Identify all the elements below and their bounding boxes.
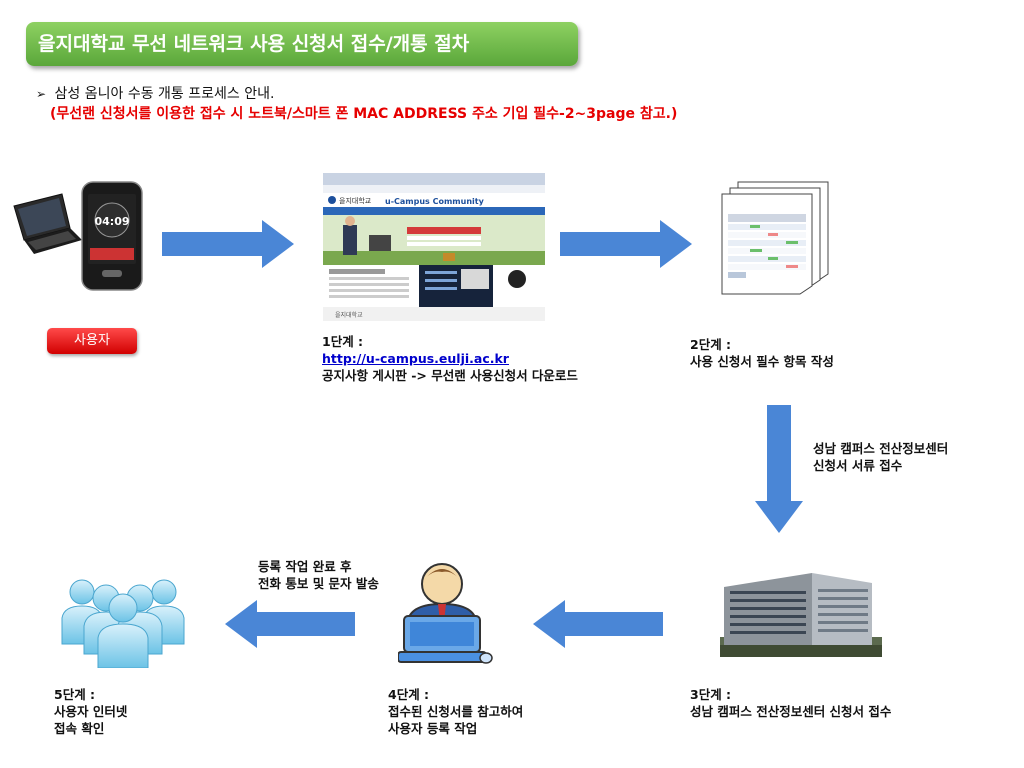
arrow-left-1 [533, 600, 663, 648]
document-stack-icon [721, 181, 829, 295]
step1-text: 공지사항 게시판 -> 무선랜 사용신청서 다운로드 [322, 368, 578, 383]
submit-note-line2: 신청서 서류 접수 [813, 458, 903, 473]
step3-text: 성남 캠퍼스 전산정보센터 신청서 접수 [690, 704, 892, 719]
website-screenshot: 을지대학교 u-Campus Community 을지대학교 [323, 173, 545, 321]
arrow-right-1 [162, 220, 294, 268]
users-group-icon [61, 579, 185, 668]
arrow-right-2 [560, 220, 692, 268]
step5-line1: 사용자 인터넷 [54, 704, 128, 719]
submit-note: 성남 캠퍼스 전산정보센터 신청서 서류 접수 [813, 440, 948, 474]
site-footer-text: 을지대학교 [335, 311, 363, 319]
intro-line: ➢ 삼성 옴니아 수동 개통 프로세스 안내. [36, 84, 274, 104]
laptop-icon [13, 193, 82, 254]
site-header-title: u-Campus Community [385, 197, 485, 206]
bullet-arrow-icon: ➢ [36, 87, 47, 101]
admin-computer-icon [398, 563, 493, 664]
step4-line1: 접수된 신청서를 참고하여 [388, 704, 524, 719]
step2-caption: 2단계 : 사용 신청서 필수 항목 작성 [690, 336, 834, 370]
step1-caption: 1단계 : http://u-campus.eulji.ac.kr 공지사항 게… [322, 333, 578, 384]
arrow-down [755, 405, 803, 533]
step3-caption: 3단계 : 성남 캠퍼스 전산정보센터 신청서 접수 [690, 686, 891, 720]
submit-note-line1: 성남 캠퍼스 전산정보센터 [813, 441, 949, 456]
step4-caption: 4단계 : 접수된 신청서를 참고하여 사용자 등록 작업 [388, 686, 523, 737]
step5-line2: 접속 확인 [54, 721, 105, 736]
step2-label: 2단계 : [690, 337, 732, 352]
phone-clock: 04:09 [94, 215, 129, 228]
notify-note: 등록 작업 완료 후 전화 통보 및 문자 발송 [258, 558, 379, 592]
smartphone-icon: 04:09 [81, 181, 143, 291]
step1-label: 1단계 : [322, 334, 364, 349]
intro-text: 삼성 옴니아 수동 개통 프로세스 안내. [54, 86, 275, 102]
notify-note-line1: 등록 작업 완료 후 [258, 559, 352, 574]
step2-text: 사용 신청서 필수 항목 작성 [690, 354, 834, 369]
step3-label: 3단계 : [690, 687, 732, 702]
step4-label: 4단계 : [388, 687, 430, 702]
step5-label: 5단계 : [54, 687, 96, 702]
user-badge: 사용자 [47, 328, 137, 354]
building-photo [720, 573, 882, 657]
user-devices: 04:09 [13, 181, 143, 291]
intro-note: (무선랜 신청서를 이용한 접수 시 노트북/스마트 폰 MAC ADDRESS… [50, 106, 678, 122]
site-logo-text: 을지대학교 [339, 196, 372, 205]
notify-note-line2: 전화 통보 및 문자 발송 [258, 576, 379, 591]
step1-url-link[interactable]: http://u-campus.eulji.ac.kr [322, 351, 509, 366]
arrow-left-2 [225, 600, 355, 648]
step4-line2: 사용자 등록 작업 [388, 721, 478, 736]
page-title: 을지대학교 무선 네트워크 사용 신청서 접수/개통 절차 [26, 22, 578, 66]
step5-caption: 5단계 : 사용자 인터넷 접속 확인 [54, 686, 127, 737]
form-table [728, 214, 806, 278]
